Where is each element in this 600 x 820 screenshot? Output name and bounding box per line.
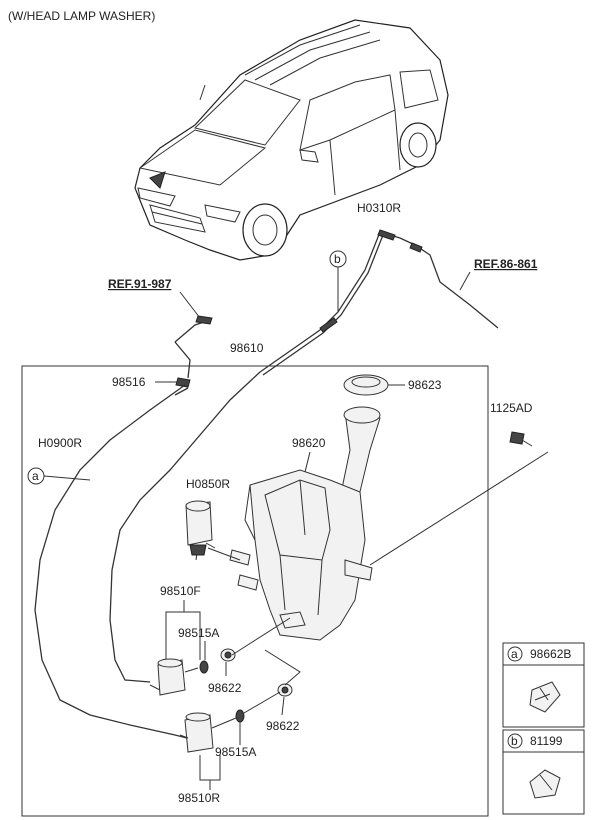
part-label-98515A-upper[interactable]: 98515A (178, 626, 219, 640)
grommet-upper (199, 660, 209, 674)
part-seal-98622-upper[interactable] (220, 648, 236, 662)
part-label-98622-lower[interactable]: 98622 (266, 719, 300, 733)
legend-code-98662B[interactable]: 98662B (530, 647, 571, 661)
callout-a-left[interactable]: a (27, 467, 91, 485)
part-label-98515A-lower[interactable]: 98515A (215, 745, 256, 759)
legend-box-a: a 98662B (502, 642, 585, 728)
part-label-98623[interactable]: 98623 (408, 378, 442, 392)
part-pump-upper[interactable] (185, 500, 216, 561)
part-label-1125AD[interactable]: 1125AD (490, 401, 533, 415)
assembly-frame (21, 365, 489, 817)
vehicle-illustration (134, 19, 449, 261)
part-seal-98622-lower[interactable] (277, 683, 293, 697)
callout-b-top[interactable]: b (329, 250, 347, 312)
ref-label-right[interactable]: REF.86-861 (474, 257, 538, 271)
ref-label-left[interactable]: REF.91-987 (108, 277, 172, 291)
svg-text:b: b (334, 252, 341, 266)
part-label-98622-upper[interactable]: 98622 (208, 681, 242, 695)
legend-marker-b (507, 733, 523, 749)
hose-label-h0850r: H0850R (186, 477, 230, 491)
part-label-98516[interactable]: 98516 (112, 375, 146, 389)
diagram-title: (W/HEAD LAMP WASHER) (8, 9, 155, 23)
svg-text:a: a (32, 469, 39, 483)
part-label-98510F[interactable]: 98510F (160, 584, 201, 598)
legend-box-b: b 81199 (502, 729, 585, 815)
legend-code-81199[interactable]: 81199 (530, 734, 563, 748)
clip-81199-icon (529, 769, 561, 799)
hose-label-h0310r: H0310R (357, 201, 401, 215)
svg-text:a: a (511, 647, 518, 661)
legend-marker-a (507, 646, 523, 662)
part-pump-98510R[interactable] (179, 712, 214, 753)
hose-h0310r (259, 231, 499, 373)
part-label-98620[interactable]: 98620 (292, 436, 326, 450)
hose-label-h0900r: H0900R (38, 436, 82, 450)
hose-h0850r (109, 371, 261, 683)
hose-label-98610: 98610 (230, 341, 264, 355)
grommet-lower (235, 709, 245, 723)
hose-h0900r (34, 384, 196, 741)
part-reservoir-98620[interactable] (229, 406, 381, 641)
part-cap-98623[interactable] (343, 374, 389, 396)
part-label-98510R[interactable]: 98510R (178, 791, 220, 805)
clip-98662B-icon (529, 681, 561, 713)
part-bolt-1125AD[interactable] (509, 431, 533, 447)
svg-text:b: b (511, 734, 518, 748)
part-pump-98510F[interactable] (149, 658, 186, 696)
